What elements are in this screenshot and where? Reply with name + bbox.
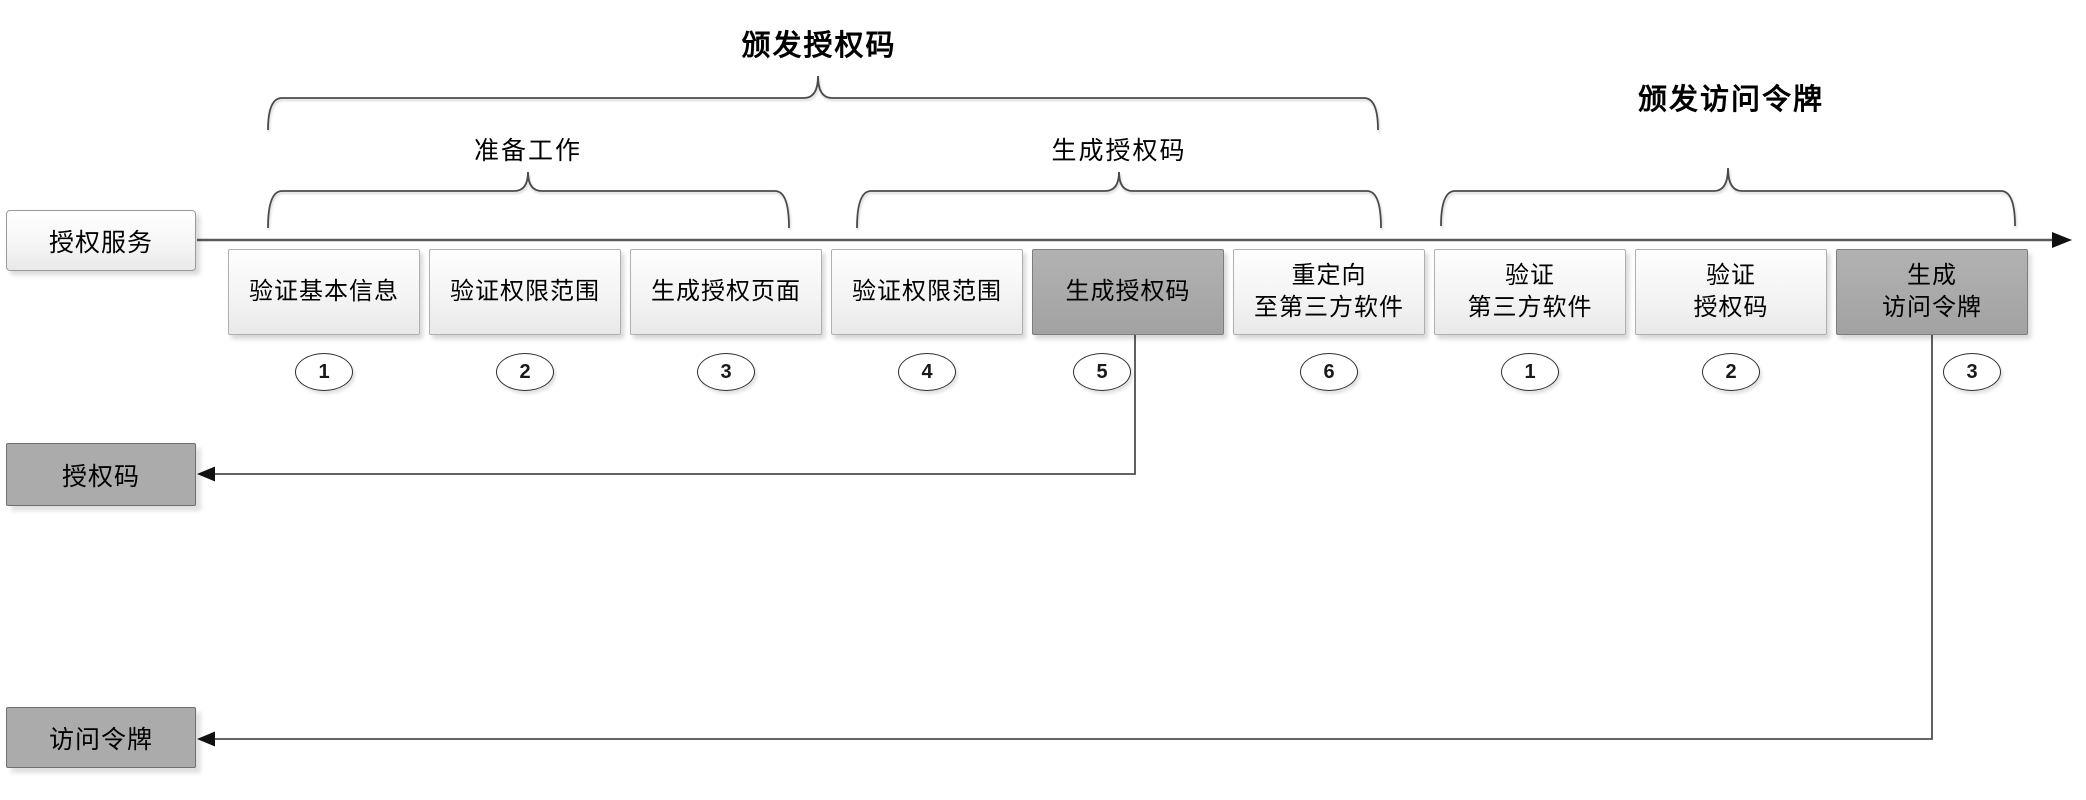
step-verify-third-party: 验证 第三方软件: [1434, 249, 1626, 335]
label-generate-code: 生成授权码: [1051, 137, 1187, 165]
step-label: 生成授权码: [1065, 278, 1191, 306]
step-number-badge: 3: [697, 353, 755, 391]
brace-preparation: [267, 171, 790, 229]
step-number-badge: 1: [1501, 353, 1559, 391]
lane-access-token: 访问令牌: [6, 707, 196, 768]
access-token-connector: [212, 335, 1933, 740]
brace-issue-token: [1440, 167, 2016, 227]
auth-code-connector: [212, 335, 1136, 475]
step-label: 验证: [1706, 262, 1756, 290]
title-issue-auth-code: 颁发授权码: [741, 30, 897, 62]
brace-generate-code: [856, 171, 1382, 229]
access-token-arrowhead-icon: [197, 731, 215, 747]
lane-auth-service: 授权服务: [6, 210, 196, 271]
step-number-badge: 4: [898, 353, 956, 391]
step-label: 访问令牌: [1882, 294, 1982, 321]
step-number-badge: 6: [1300, 353, 1358, 391]
step-number-badge: 2: [496, 353, 554, 391]
step-generate-access-token: 生成 访问令牌: [1836, 249, 2028, 335]
step-label: 第三方软件: [1467, 294, 1593, 321]
step-number-badge: 3: [1943, 353, 2001, 391]
lane-auth-code: 授权码: [6, 443, 196, 506]
step-verify-scope-1: 验证权限范围: [429, 249, 621, 335]
step-label: 生成: [1907, 262, 1957, 290]
auth-code-arrowhead-icon: [197, 466, 215, 482]
step-verify-basic-info: 验证基本信息: [228, 249, 420, 335]
title-issue-access-token: 颁发访问令牌: [1637, 84, 1825, 116]
step-label: 验证权限范围: [450, 278, 600, 306]
step-verify-auth-code: 验证 授权码: [1635, 249, 1827, 335]
step-generate-auth-page: 生成授权页面: [630, 249, 822, 335]
step-number-badge: 5: [1073, 353, 1131, 391]
step-label: 重定向: [1291, 262, 1367, 290]
step-verify-scope-2: 验证权限范围: [831, 249, 1023, 335]
brace-issue-auth-code: [267, 75, 1379, 131]
step-label: 验证权限范围: [852, 278, 1002, 306]
timeline-arrowhead-icon: [2052, 232, 2072, 248]
step-label: 验证: [1505, 262, 1555, 290]
step-label: 生成授权页面: [651, 278, 801, 306]
step-number-badge: 2: [1702, 353, 1760, 391]
label-preparation: 准备工作: [473, 137, 583, 165]
step-label: 授权码: [1693, 294, 1769, 321]
step-label: 至第三方软件: [1254, 294, 1404, 321]
step-label: 验证基本信息: [249, 278, 399, 306]
step-generate-auth-code: 生成授权码: [1032, 249, 1224, 335]
step-redirect-third-party: 重定向 至第三方软件: [1233, 249, 1425, 335]
step-number-badge: 1: [295, 353, 353, 391]
